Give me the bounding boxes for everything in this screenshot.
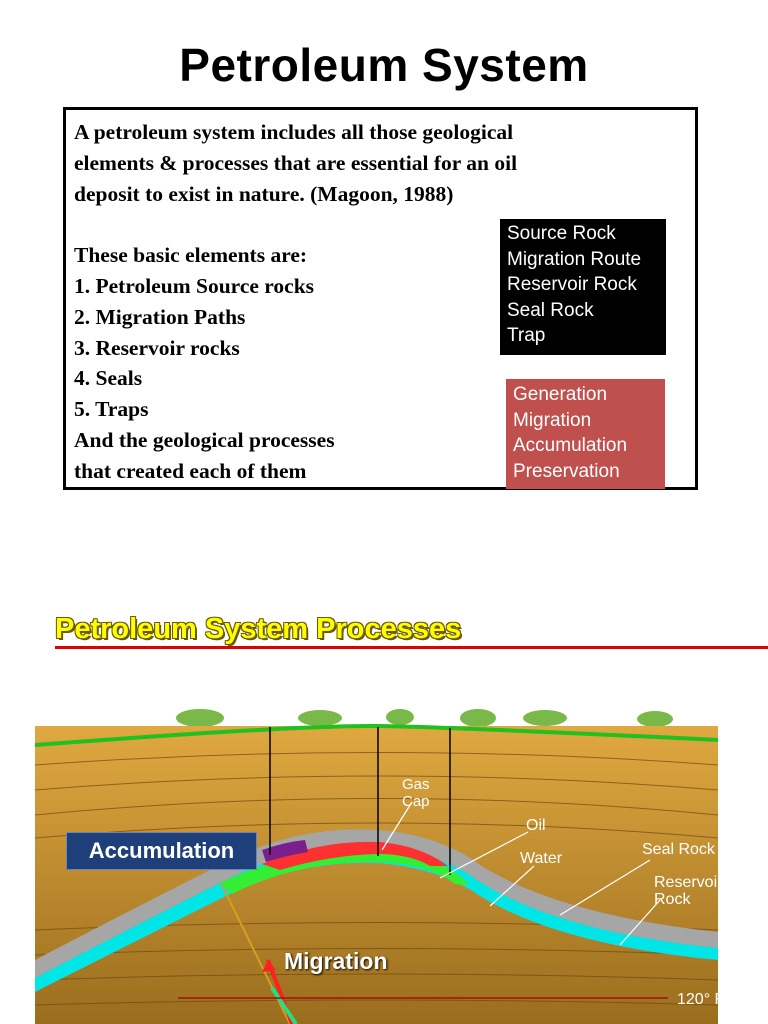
wells: [269, 727, 451, 875]
elements-box: Source Rock Migration Route Reservoir Ro…: [500, 219, 666, 355]
label-pointers: [381, 801, 661, 946]
reservoir-rock-label: Rock: [654, 891, 691, 908]
gas-cap: [262, 840, 308, 862]
elements-box-item: Reservoir Rock: [507, 274, 637, 296]
arrow-head-icon: [262, 960, 276, 972]
page-title: Petroleum System: [179, 39, 589, 91]
accumulation-label: Accumulation: [88, 838, 235, 863]
elements-box-item: Source Rock: [507, 223, 616, 244]
trees-icon: [176, 709, 673, 727]
intro-line: elements & processes that are essential …: [74, 150, 518, 175]
gas-cap-label: Cap: [402, 793, 430, 810]
gas-cap-label: Gas: [402, 776, 430, 793]
processes-box-item: Generation: [513, 384, 608, 405]
processes-box-item: Migration: [513, 409, 592, 431]
oil-label: Oil: [526, 817, 546, 834]
water-label: Water: [520, 850, 563, 867]
element-item: 3. Reservoir rocks: [74, 335, 240, 360]
definition-text: A petroleum system includes all those ge…: [74, 117, 517, 487]
definition-intro: A petroleum system includes all those ge…: [74, 117, 634, 209]
water-layer: [35, 846, 718, 992]
elements-box-item: Trap: [507, 325, 546, 347]
element-item: 5. Traps: [74, 397, 149, 422]
elements-heading: These basic elements are:: [74, 243, 308, 268]
rock-body: [35, 726, 718, 1024]
element-item: 1. Petroleum Source rocks: [74, 273, 315, 298]
derrick-icon: [265, 679, 275, 726]
processes-box-item: Accumulation: [513, 435, 628, 457]
closing-line: And the geological processes: [74, 427, 335, 452]
elements-box-item: Seal Rock: [507, 299, 594, 321]
ground-surface: [34, 723, 719, 747]
migration-arrow-2: [270, 986, 298, 1024]
oil-layer: [262, 841, 448, 870]
diagram-title: Petroleum System Processes: [55, 613, 462, 645]
processes-box-item: Preservation: [513, 460, 620, 482]
reservoir-rock-label: Reservoir: [654, 874, 723, 891]
temperature-label: 120° F: [677, 991, 725, 1008]
intro-line: deposit to exist in nature. (Magoon, 198…: [74, 181, 454, 206]
diagram-title-rule: [55, 646, 768, 649]
processes-box: Generation Migration Accumulation Preser…: [506, 379, 665, 489]
seal-rock-layer: [35, 829, 718, 978]
element-item: 2. Migration Paths: [74, 304, 246, 329]
intro-line: A petroleum system includes all those ge…: [74, 120, 514, 144]
definition-box: A petroleum system includes all those ge…: [63, 107, 698, 490]
seal-rock-label: Seal Rock: [642, 841, 716, 858]
derrick-icon: [445, 681, 455, 726]
closing-line: that created each of them: [74, 458, 307, 483]
element-item: 4. Seals: [74, 366, 143, 391]
migration-label: Migration: [284, 948, 388, 974]
elements-box-item: Migration Route: [507, 248, 642, 270]
accumulation-label-box: Accumulation: [66, 832, 257, 870]
cross-section-diagram: Gas Cap Oil Water Seal Rock Reservoir Ro…: [34, 679, 725, 1024]
